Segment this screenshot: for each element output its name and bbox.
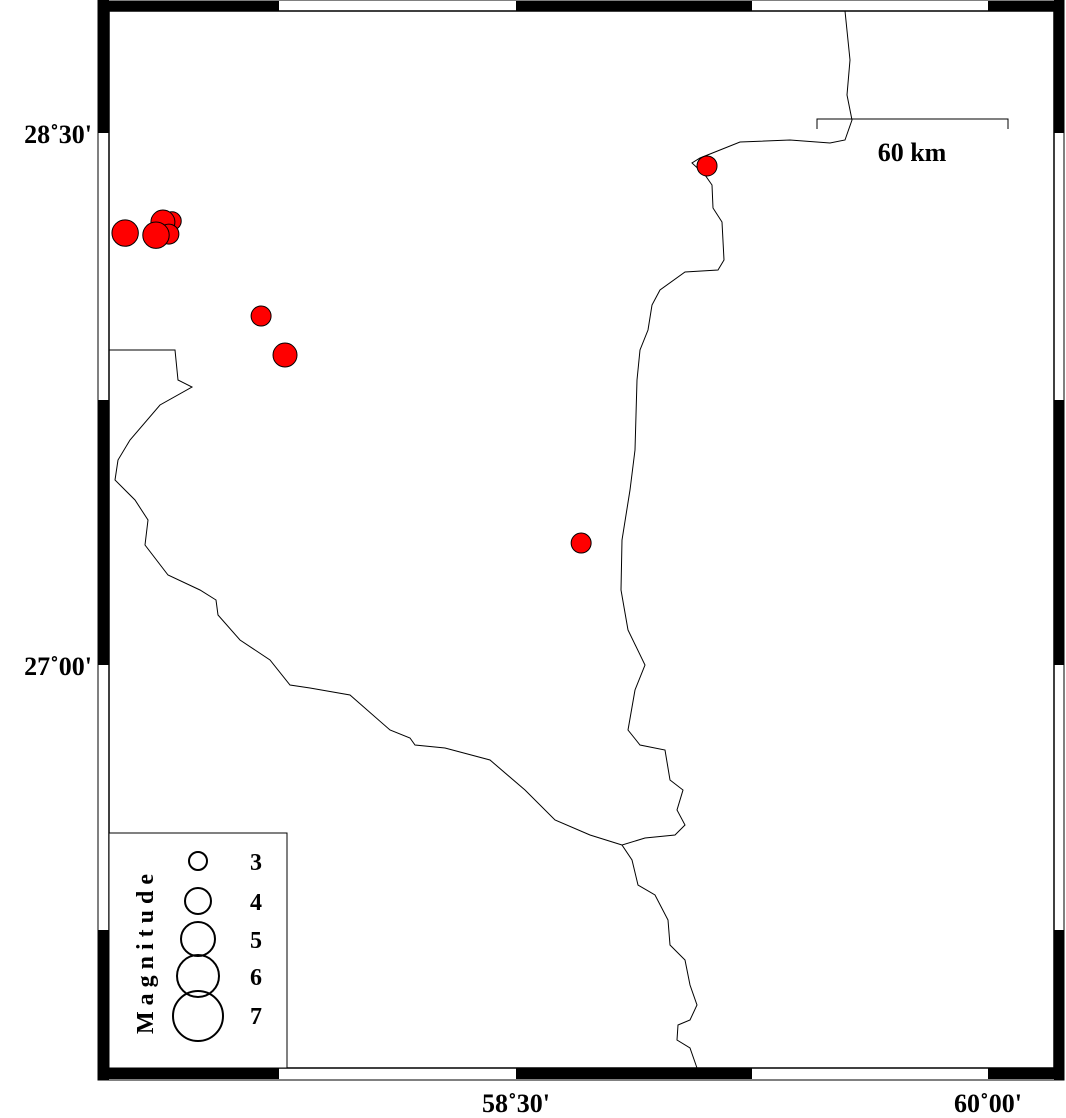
legend: Magnitude 3 4 5 6 7	[108, 832, 288, 1069]
scale-bar-label: 60 km	[878, 138, 947, 167]
legend-label-7: 7	[250, 1004, 262, 1030]
event-layer	[111, 155, 718, 554]
earthquake-event	[250, 305, 272, 327]
legend-circle-3	[188, 851, 208, 871]
earthquake-event	[272, 342, 298, 368]
lon-label-58-30: 58˚30'	[482, 1089, 550, 1118]
scale-bar: 60 km	[816, 118, 1009, 167]
legend-label-6: 6	[250, 965, 262, 991]
earthquake-event	[570, 532, 592, 554]
legend-circle-4	[184, 887, 212, 915]
lat-label-28-30: 28˚30'	[24, 120, 92, 149]
earthquake-event	[696, 155, 718, 177]
legend-circle-7	[172, 990, 224, 1042]
legend-label-3: 3	[250, 850, 262, 876]
earthquake-event	[111, 219, 139, 247]
international-border	[620, 10, 853, 1069]
province-border	[109, 349, 623, 846]
lat-label-27-00: 27˚00'	[24, 652, 92, 681]
lon-label-60-00: 60˚00'	[954, 1089, 1022, 1118]
legend-title: Magnitude	[133, 868, 159, 1034]
legend-label-5: 5	[250, 928, 262, 954]
legend-label-4: 4	[250, 890, 262, 916]
earthquake-event	[142, 221, 170, 249]
legend-circle-6	[176, 954, 220, 998]
